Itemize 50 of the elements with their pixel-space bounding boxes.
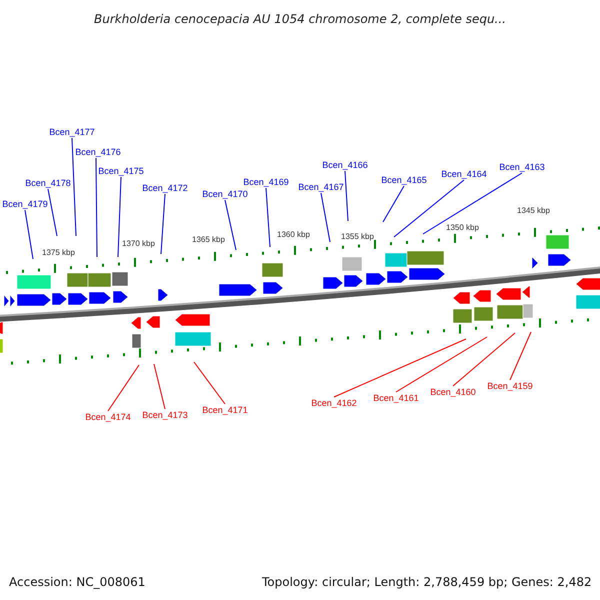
- leader-line: [96, 158, 98, 258]
- gene-label: Bcen_4159: [487, 380, 533, 392]
- gene-label: Bcen_4177: [49, 126, 95, 138]
- gene-label: Bcen_4163: [499, 161, 545, 173]
- leader-line: [108, 364, 140, 412]
- leader-line: [452, 332, 516, 386]
- position-label: 1345 kbp: [517, 206, 550, 215]
- position-label: 1355 kbp: [341, 232, 374, 241]
- leader-line: [396, 336, 488, 392]
- gene-label: Bcen_4164: [441, 168, 487, 180]
- gene-label: Bcen_4172: [142, 182, 188, 194]
- gene-label: Bcen_4170: [202, 188, 248, 200]
- gene-label: Bcen_4173: [142, 409, 188, 421]
- footer-text: Topology: circular; Length: 2,788,459 bp; Genes: 2,482: [262, 575, 592, 589]
- gene-label: Bcen_4161: [373, 392, 419, 404]
- gene-label: Bcen_4171: [202, 404, 248, 416]
- leader-line: [334, 338, 466, 398]
- gene-label: Bcen_4178: [25, 177, 71, 189]
- position-label: 1365 kbp: [192, 235, 225, 244]
- gene-label: Bcen_4167: [298, 181, 344, 193]
- leader-line: [194, 362, 226, 404]
- gene-label: Bcen_4162: [311, 397, 357, 409]
- leader-line: [382, 186, 404, 222]
- gene-label: Bcen_4160: [430, 386, 476, 398]
- map-title: Burkholderia cenocepacia AU 1054 chromosome 2, complete sequ...: [93, 11, 507, 28]
- leader-line: [510, 332, 532, 380]
- leader-line: [344, 170, 348, 222]
- leader-line: [320, 192, 330, 242]
- footer-text: Accession: NC_008061: [9, 575, 146, 589]
- leader-line: [394, 180, 464, 238]
- leader-line: [48, 188, 58, 236]
- leader-line: [422, 172, 522, 234]
- leader-line: [72, 138, 76, 236]
- leader-line: [160, 194, 166, 254]
- position-label: 1370 kbp: [122, 239, 155, 248]
- leader-line: [118, 176, 122, 258]
- gene-label: Bcen_4169: [243, 176, 289, 188]
- position-label: 1360 kbp: [277, 230, 310, 239]
- position-label: 1350 kbp: [446, 223, 479, 232]
- leader-line: [224, 200, 236, 250]
- leader-line: [266, 188, 270, 248]
- gene-label: Bcen_4166: [322, 159, 368, 171]
- gene-label: Bcen_4174: [85, 411, 131, 423]
- position-label: 1375 kbp: [42, 248, 75, 257]
- gene-label: Bcen_4179: [2, 198, 48, 210]
- leader-line: [154, 364, 166, 410]
- gene-label: Bcen_4165: [381, 174, 427, 186]
- gene-label: Bcen_4176: [75, 146, 121, 158]
- leader-line: [24, 210, 34, 260]
- gene-label: Bcen_4175: [98, 165, 144, 177]
